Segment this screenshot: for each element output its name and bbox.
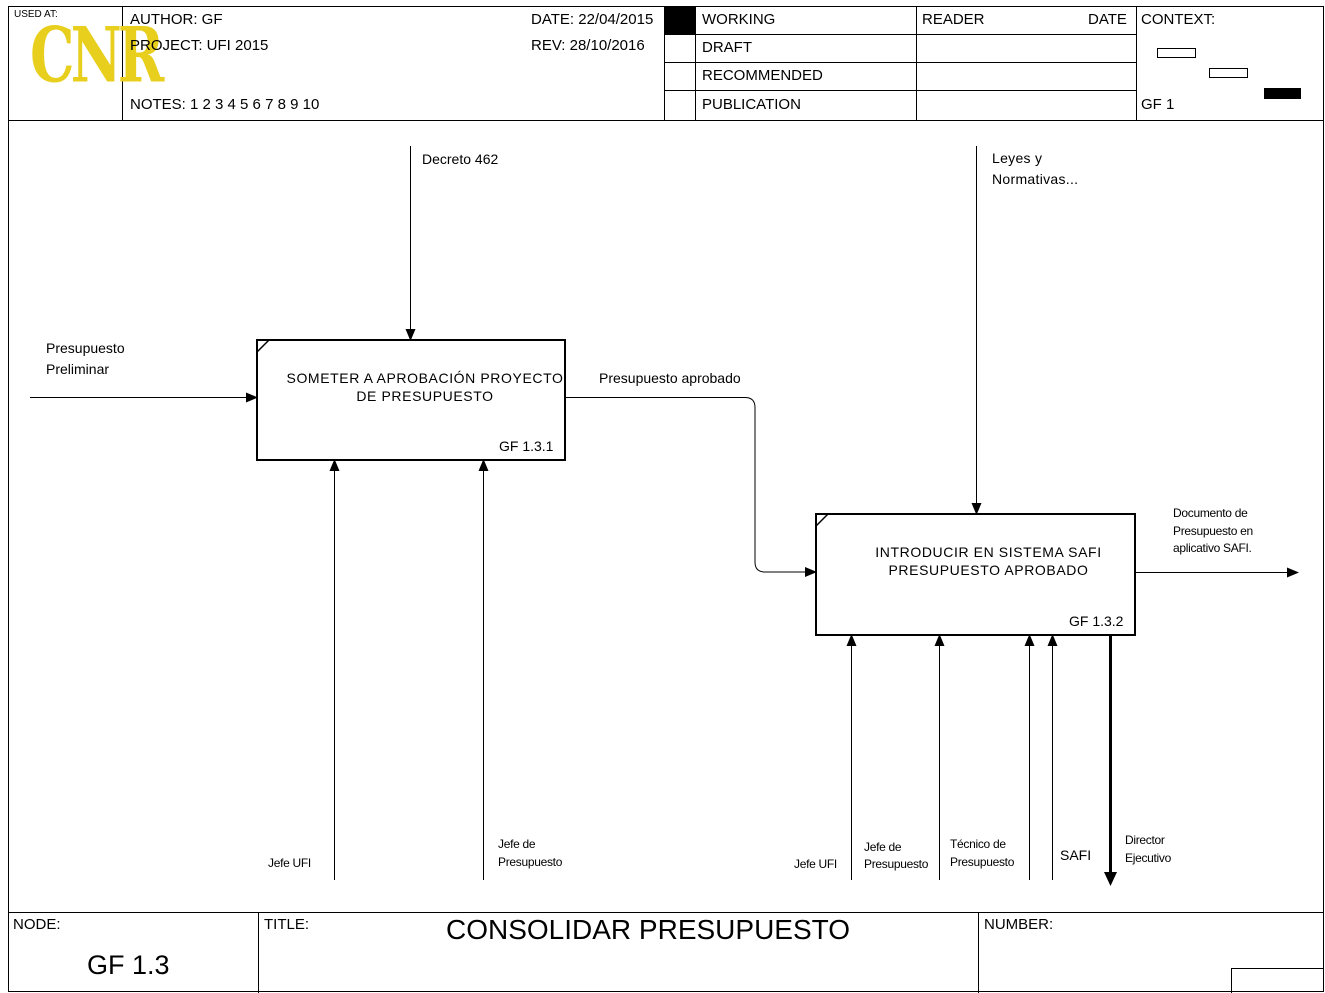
notes-field: NOTES: 1 2 3 4 5 6 7 8 9 10	[130, 96, 320, 113]
mechanism-label-jefe-ufi-2: Jefe UFI	[794, 857, 837, 871]
output-label-line3: aplicativo SAFI.	[1173, 541, 1252, 555]
activity-box-2-title-line1: INTRODUCIR EN SISTEMA SAFI	[875, 544, 1102, 560]
sheet-frame	[8, 6, 1324, 992]
mechanism-label-jefe-presupuesto-1a: Jefe de	[498, 837, 536, 851]
activity-box-1-title-line1: SOMETER A APROBACIÓN PROYECTO	[286, 370, 564, 386]
mechanism-label-safi: SAFI	[1060, 847, 1092, 863]
number-label: NUMBER:	[984, 916, 1054, 933]
reader-label: READER	[922, 11, 985, 28]
input-label-line1: Presupuesto	[46, 340, 125, 356]
node-value: GF 1.3	[87, 950, 170, 980]
status-working: WORKING	[702, 11, 776, 28]
output-label-line1: Documento de	[1173, 506, 1248, 520]
control-label-leyes-line1: Leyes y	[992, 150, 1043, 166]
control-label-decreto: Decreto 462	[422, 151, 499, 167]
input-label-line2: Preliminar	[46, 361, 110, 377]
status-draft: DRAFT	[702, 39, 752, 56]
project-field: PROJECT: UFI 2015	[130, 37, 269, 54]
output-label-line2: Presupuesto en	[1173, 524, 1253, 538]
call-label-director-b: Ejecutivo	[1125, 851, 1171, 865]
mechanism-label-tecnico-b: Presupuesto	[950, 855, 1015, 869]
context-current-box	[1264, 88, 1301, 99]
mechanism-label-jefe-presupuesto-1b: Presupuesto	[498, 855, 563, 869]
node-label: NODE:	[13, 916, 61, 933]
flow-arrow-presupuesto-aprobado	[565, 397, 817, 577]
activity-box-1-node: GF 1.3.1	[499, 438, 554, 454]
reader-date-label: DATE	[1088, 11, 1127, 28]
mechanism-label-tecnico-a: Técnico de	[950, 837, 1006, 851]
title-label: TITLE:	[264, 916, 310, 933]
diagram-title: CONSOLIDAR PRESUPUESTO	[446, 914, 851, 945]
activity-box-1-title-line2: DE PRESUPUESTO	[356, 388, 494, 405]
working-status-marker	[665, 7, 695, 34]
activity-box-2-title: INTRODUCIR EN SISTEMA SAFI PRESUPUESTO A…	[831, 543, 1146, 579]
control-label-leyes-line2: Normativas...	[992, 171, 1079, 187]
mechanism-label-jefe-presupuesto-2a: Jefe de	[864, 840, 902, 854]
date-field: DATE: 22/04/2015	[531, 11, 654, 28]
author-field: AUTHOR: GF	[130, 11, 223, 28]
activity-box-1-title: SOMETER A APROBACIÓN PROYECTO DE PRESUPU…	[262, 369, 588, 405]
rev-field: REV: 28/10/2016	[531, 37, 645, 54]
used-at-label: USED AT:	[14, 9, 58, 20]
call-label-director-a: Director	[1125, 833, 1165, 847]
context-node: GF 1	[1141, 96, 1175, 113]
mechanism-label-jefe-presupuesto-2b: Presupuesto	[864, 857, 929, 871]
activity-box-2-title-line2: PRESUPUESTO APROBADO	[888, 562, 1089, 579]
status-publication: PUBLICATION	[702, 96, 801, 113]
flow-label-presupuesto-aprobado: Presupuesto aprobado	[599, 370, 741, 386]
mechanism-label-jefe-ufi-1: Jefe UFI	[268, 856, 311, 870]
cnr-logo: CNR	[30, 11, 164, 101]
context-label: CONTEXT:	[1141, 11, 1216, 28]
status-recommended: RECOMMENDED	[702, 67, 823, 84]
activity-box-2-node: GF 1.3.2	[1069, 613, 1124, 629]
